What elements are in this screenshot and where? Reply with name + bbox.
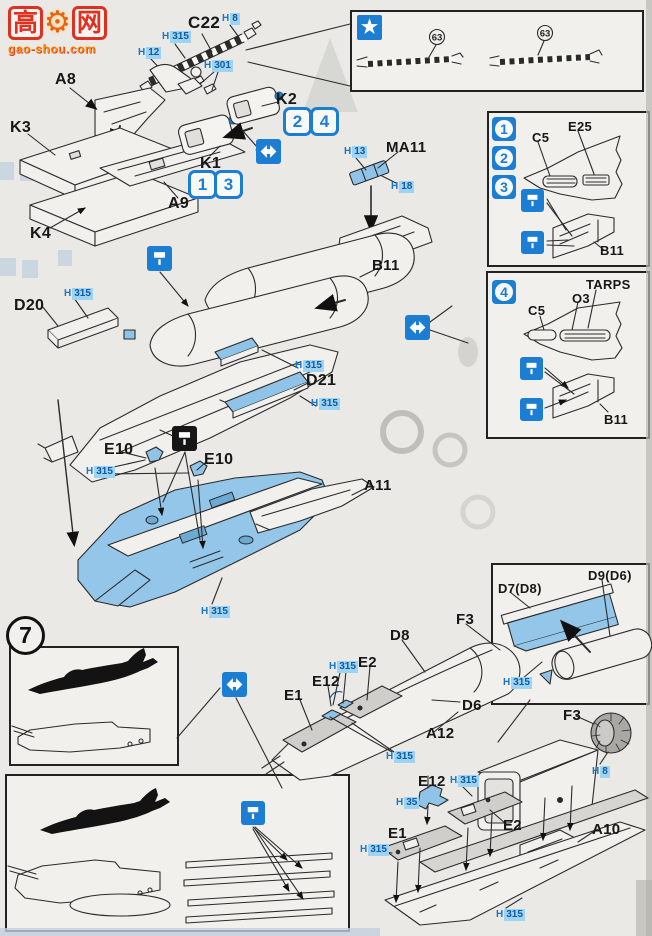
paint-bottle-icon-box4-b — [520, 398, 543, 421]
part-label-d9-d6: D9(D6) — [588, 568, 632, 583]
part-label-d20: D20 — [14, 297, 45, 314]
part-label-a10: A10 — [592, 821, 621, 838]
paint-bottle-icon-beams — [241, 801, 265, 825]
paint-bottle-icon-box4-a — [520, 357, 543, 380]
part-label-e12-lower: E12 — [418, 773, 446, 790]
part-label-c5-box4: C5 — [528, 303, 546, 318]
part-label-tarps: TARPS — [586, 277, 631, 292]
logo-gear-icon: ⚙ — [44, 6, 71, 40]
part-label-o3: O3 — [572, 291, 590, 306]
mirror-arrows-icon-step7 — [222, 672, 247, 697]
cockpit-cluster — [19, 63, 284, 247]
part-label-b11-box1: B11 — [600, 243, 625, 258]
badge-step-2-k2: 2 — [283, 107, 312, 136]
logo-site-url: gao-shou.com — [8, 42, 97, 57]
silhouette-side-view-2 — [7, 788, 335, 924]
part-label-ma11: MA11 — [386, 139, 427, 156]
part-label-f3-duct: F3 — [456, 611, 475, 628]
duct-rails-diagram — [497, 579, 652, 743]
option-star-icon: ★ — [357, 15, 382, 40]
part-label-e10-left: E10 — [104, 441, 134, 458]
part-label-e10-right: E10 — [204, 451, 234, 468]
badge-box-4: 4 — [492, 280, 516, 304]
badge-box-1: 1 — [492, 117, 516, 141]
silhouette-side-view-1 — [11, 648, 283, 789]
part-label-e1-lower: E1 — [388, 825, 407, 842]
part-label-k2: K2 — [276, 91, 298, 108]
paint-bottle-icon-box1-a — [521, 189, 544, 212]
option-parts-box — [350, 10, 644, 92]
logo-char-right: 网 — [71, 6, 107, 41]
part-label-e2-lower: E2 — [503, 817, 522, 834]
option-runner-63-parts — [356, 24, 603, 68]
paint-bottle-icon-fuselage — [147, 246, 172, 271]
wing-glove-e10-section — [57, 399, 375, 608]
part-label-a9: A9 — [168, 195, 190, 212]
part-label-f3-fan: F3 — [563, 707, 582, 724]
badge-step-3-k1: 3 — [214, 170, 243, 199]
stores-diagram-123 — [523, 130, 623, 259]
part-label-d7-d8: D7(D8) — [498, 581, 542, 596]
part-label-e1-upper: E1 — [284, 687, 303, 704]
part-label-e12-upper: E12 — [312, 673, 340, 690]
badge-box-2: 2 — [492, 146, 516, 170]
badge-box-3: 3 — [492, 175, 516, 199]
part-label-b11-box4: B11 — [604, 412, 629, 427]
part-label-k3: K3 — [10, 119, 32, 136]
part-label-a8: A8 — [55, 71, 77, 88]
badge-step-4-k2: 4 — [310, 107, 339, 136]
part-label-a11: A11 — [364, 477, 392, 494]
part-label-b11-main: B11 — [372, 257, 400, 274]
part-label-d21: D21 — [306, 372, 337, 389]
part-label-c5-box1: C5 — [532, 130, 550, 145]
paint-bottle-icon-box1-b — [521, 231, 544, 254]
part-label-a12: A12 — [426, 725, 455, 742]
paint-bottle-icon-e10 — [172, 426, 197, 451]
mirror-arrows-icon-k — [256, 139, 281, 164]
logo-char-left: 高 — [8, 6, 44, 41]
part-label-e2-upper: E2 — [358, 654, 377, 671]
intake-duct-assembly-upper — [261, 623, 521, 781]
part-label-c22: C22 — [188, 13, 221, 32]
badge-step-1-k1: 1 — [188, 170, 217, 199]
silhouette-box-2 — [5, 774, 350, 932]
site-logo: 高 ⚙ 网 gao-shou.com — [8, 6, 107, 55]
step-number-7: 7 — [6, 616, 45, 655]
mirror-arrows-icon-mid — [405, 315, 430, 340]
tarps-diagram-4 — [523, 289, 623, 419]
part-label-k1: K1 — [200, 155, 222, 172]
part-label-d6: D6 — [462, 697, 482, 714]
mid-fuselage-assembly — [37, 232, 469, 483]
part-label-d8: D8 — [390, 627, 410, 644]
part-label-e25: E25 — [568, 119, 593, 134]
ramp-assembly-lower — [371, 775, 649, 926]
part-label-k4: K4 — [30, 225, 52, 242]
